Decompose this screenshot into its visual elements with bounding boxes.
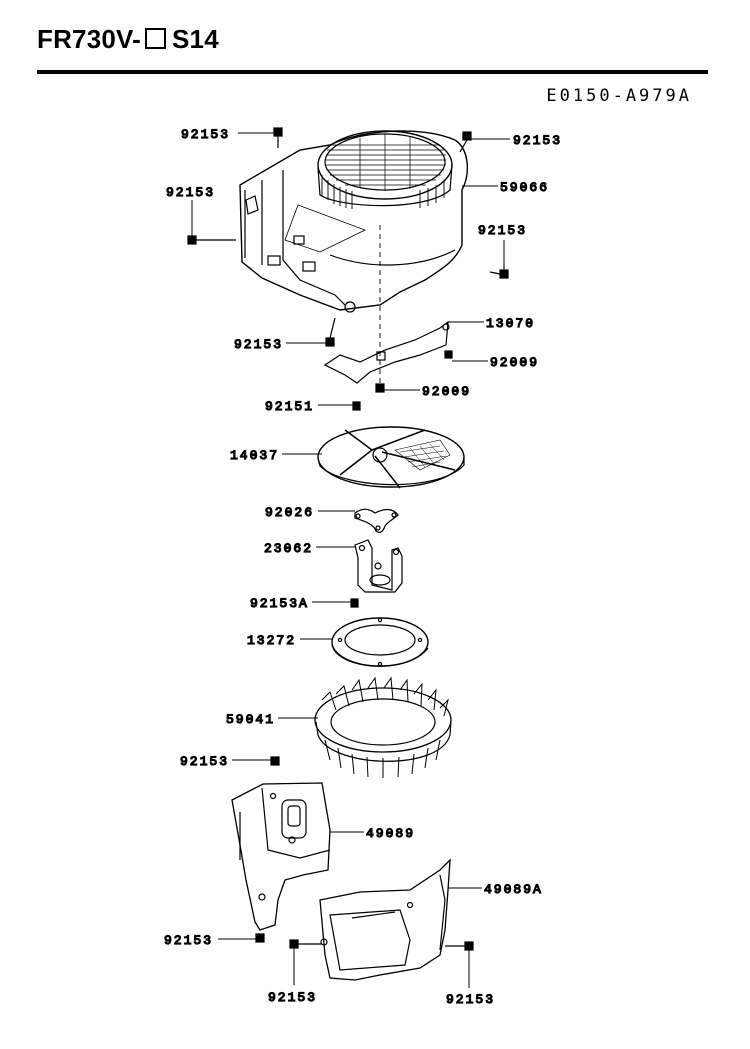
flywheel-fins (314, 676, 452, 778)
part-label: 92151 (265, 399, 314, 414)
model-suffix: S14 (172, 24, 219, 54)
part-label: 59066 (500, 180, 549, 195)
cooling-fan (317, 426, 465, 489)
part-label: 92153 (164, 933, 213, 948)
part-label: 92153 (180, 754, 229, 769)
part-label: 92153 (181, 127, 230, 142)
fan-plate (331, 617, 429, 667)
blower-housing (239, 130, 468, 313)
part-label: 92153 (513, 133, 562, 148)
part-label: 92153A (250, 596, 309, 611)
diagram-code: E0150-A979A (546, 86, 692, 106)
bolts (187, 127, 509, 951)
part-label: 14037 (230, 448, 279, 463)
variant-box-icon (145, 28, 167, 49)
part-label: 92153 (166, 185, 215, 200)
part-label: 13272 (247, 633, 296, 648)
cylinder-shroud (231, 782, 331, 931)
part-label: 49089A (484, 882, 543, 897)
leader-lines (191, 132, 510, 988)
part-label: 23062 (264, 541, 313, 556)
air-guide-plate (323, 320, 450, 384)
part-label: 92009 (422, 384, 471, 399)
part-label: 92026 (265, 505, 314, 520)
part-label: 92153 (478, 223, 527, 238)
part-label: 49089 (366, 826, 415, 841)
part-label: 59041 (226, 712, 275, 727)
part-label: 92153 (268, 990, 317, 1005)
cylinder-shroud-a (319, 858, 451, 981)
part-label: 92153 (446, 992, 495, 1007)
spring-plate (354, 508, 399, 533)
page-title: FR730V- S14 (37, 24, 219, 55)
title-rule (37, 70, 708, 74)
fan-bracket (354, 539, 403, 593)
part-labels: 92153 92153 59066 92153 92153 13070 9215… (163, 126, 562, 1007)
part-label: 13070 (486, 316, 535, 331)
part-label: 92009 (490, 355, 539, 370)
part-label: 92153 (234, 337, 283, 352)
model-prefix: FR730V- (37, 24, 142, 54)
